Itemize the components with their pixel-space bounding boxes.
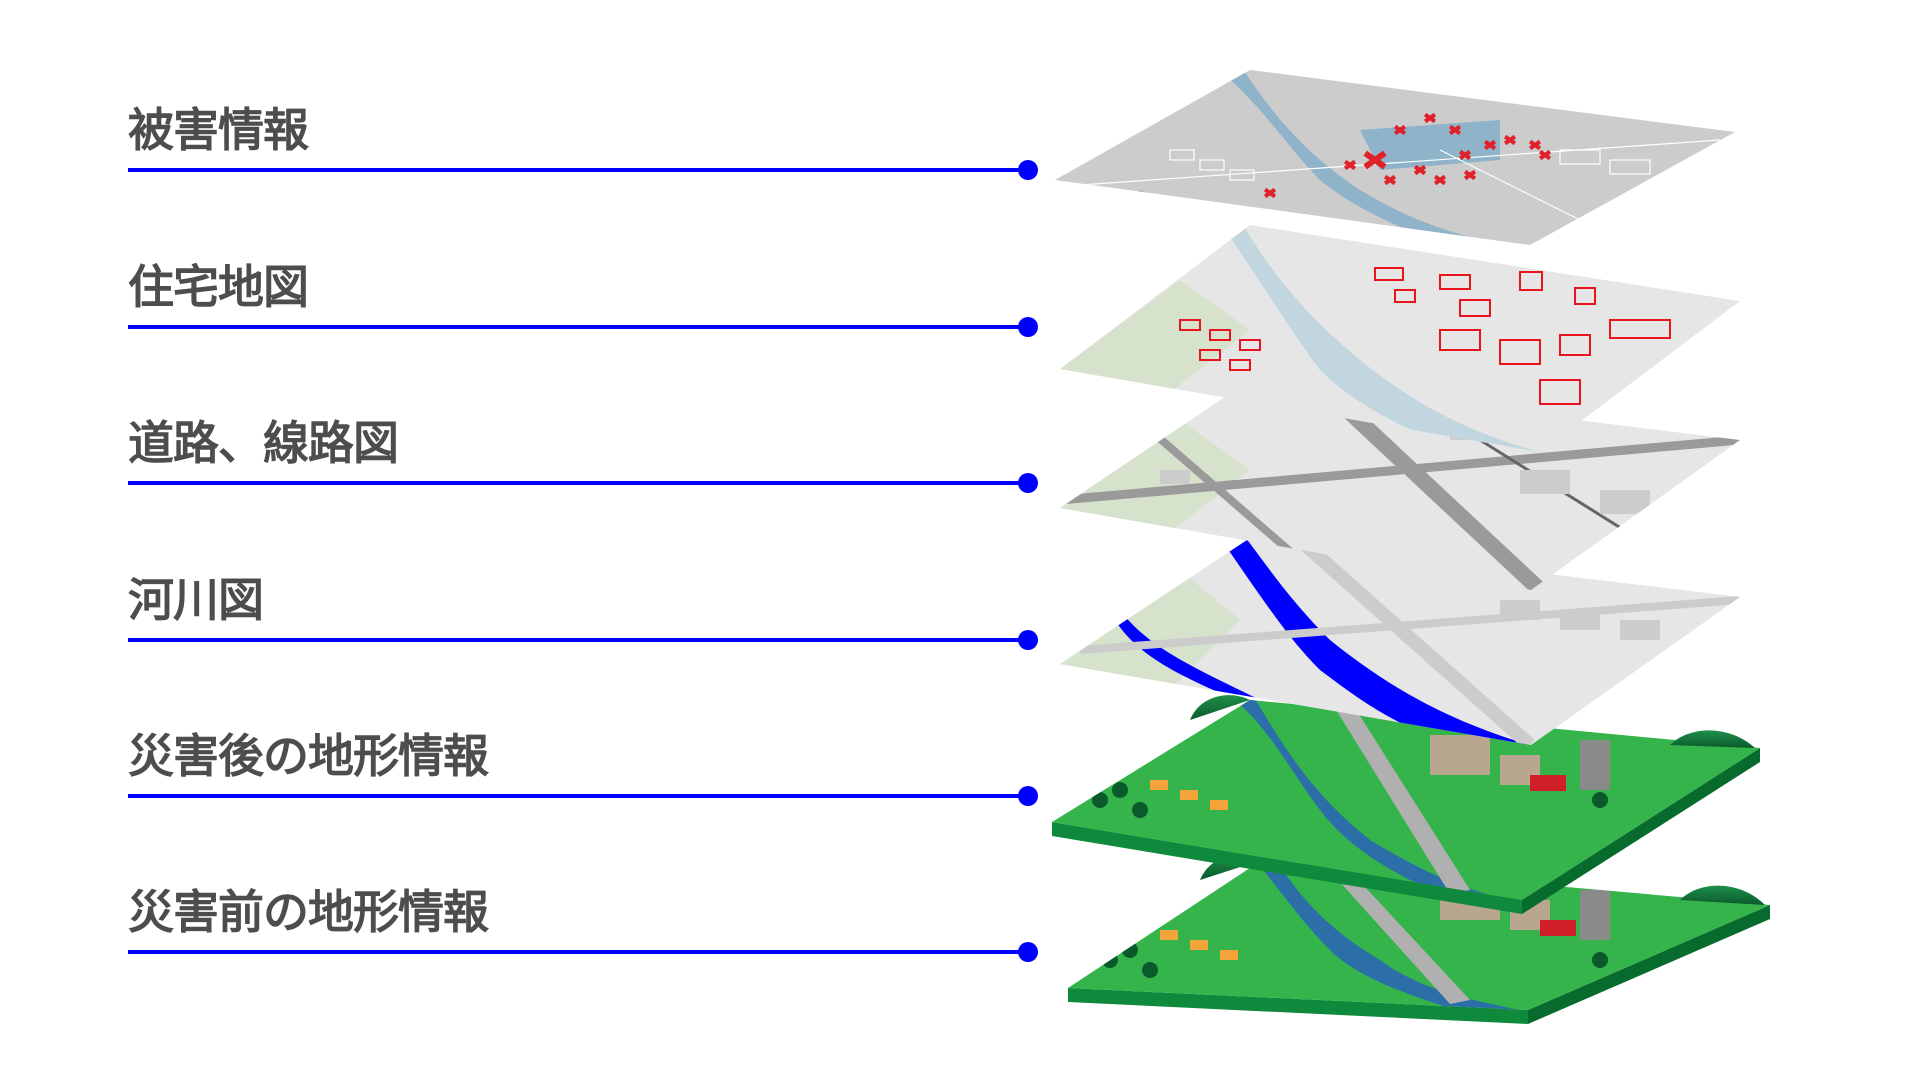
leader-line-terrain-after	[128, 794, 1028, 798]
map-layer-terrain-before	[1068, 855, 1770, 1024]
leader-dot-rivers	[1018, 630, 1038, 650]
leader-dot-terrain-before	[1018, 942, 1038, 962]
leader-line-housing	[128, 325, 1028, 329]
layer-label-housing: 住宅地図	[128, 260, 309, 314]
leader-line-terrain-before	[128, 950, 1028, 954]
leader-dot-terrain-after	[1018, 786, 1038, 806]
damage-markers	[1263, 112, 1552, 199]
map-layer-terrain-after	[1052, 695, 1760, 914]
map-layer-damage	[1055, 70, 1735, 245]
leader-line-roads	[128, 481, 1028, 485]
leader-dot-roads	[1018, 473, 1038, 493]
layer-label-damage: 被害情報	[128, 103, 309, 157]
leader-line-rivers	[128, 638, 1028, 642]
map-layer-rivers	[1060, 538, 1740, 745]
layer-label-terrain-before: 災害前の地形情報	[128, 885, 489, 939]
layer-label-roads: 道路、線路図	[128, 416, 399, 470]
map-layer-roads	[1060, 380, 1740, 590]
layer-label-rivers: 河川図	[128, 573, 264, 627]
leader-line-damage	[128, 168, 1028, 172]
map-layer-housing	[1060, 225, 1740, 452]
layer-label-terrain-after: 災害後の地形情報	[128, 729, 489, 783]
leader-dot-housing	[1018, 317, 1038, 337]
leader-dot-damage	[1018, 160, 1038, 180]
